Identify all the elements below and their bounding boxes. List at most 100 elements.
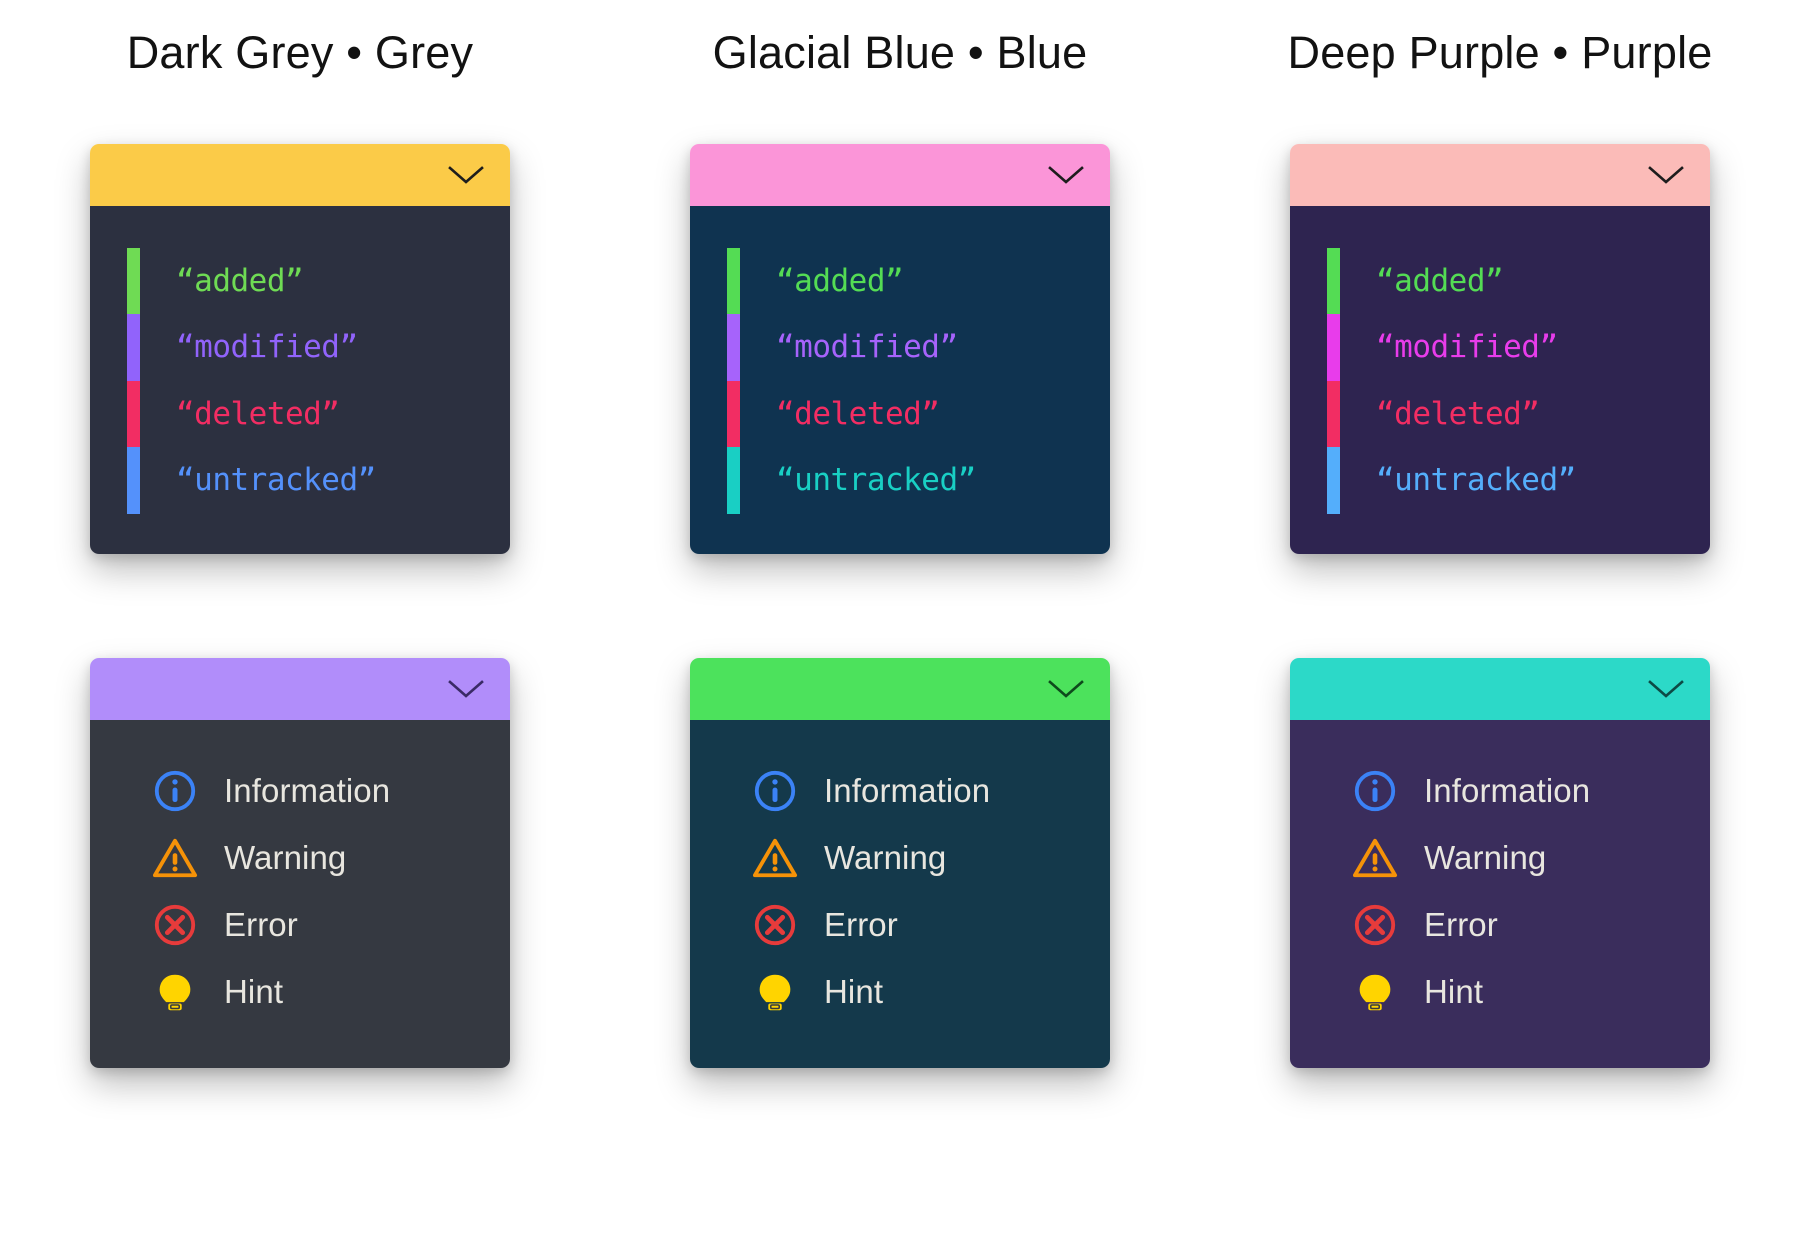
diagnostic-row: Warning xyxy=(1290,825,1710,892)
status-color-swatch xyxy=(126,247,140,314)
git-status-body: “added” “modified” “deleted” “untracked” xyxy=(90,205,510,554)
warning-triangle-icon xyxy=(752,835,798,881)
git-status-label: “deleted” xyxy=(176,395,340,432)
git-status-label: “added” xyxy=(176,262,304,299)
diagnostic-row: Error xyxy=(690,892,1110,959)
chevron-down-icon[interactable] xyxy=(1048,165,1084,185)
git-status-label: “deleted” xyxy=(1376,395,1540,432)
info-circle-icon xyxy=(1352,768,1398,814)
status-color-swatch xyxy=(1326,314,1340,381)
diagnostic-label: Warning xyxy=(1424,839,1547,876)
theme-column: Dark Grey • Grey “added” “modified” “delete… xyxy=(0,28,600,1068)
diagnostic-row: Error xyxy=(90,892,510,959)
git-status-label: “added” xyxy=(776,262,904,299)
diagnostic-label: Hint xyxy=(824,973,884,1010)
warning-triangle-icon xyxy=(1352,835,1398,881)
status-color-swatch xyxy=(726,447,740,514)
status-color-bar xyxy=(726,247,740,514)
diagnostic-label: Hint xyxy=(224,973,284,1010)
diagnostic-label: Warning xyxy=(824,839,947,876)
error-circle-x-icon xyxy=(152,902,198,948)
git-status-card: “added” “modified” “deleted” “untracked” xyxy=(1290,143,1710,554)
status-color-swatch xyxy=(126,314,140,381)
diagnostic-row: Hint xyxy=(1290,959,1710,1026)
lightbulb-icon xyxy=(1352,969,1398,1015)
card-header-bar[interactable] xyxy=(1290,143,1710,206)
git-status-label: “modified” xyxy=(776,329,958,366)
diagnostic-row: Error xyxy=(1290,892,1710,959)
chevron-down-icon[interactable] xyxy=(448,679,484,699)
card-header-bar[interactable] xyxy=(690,657,1110,720)
status-color-swatch xyxy=(126,380,140,447)
git-status-label-list: “added” “modified” “deleted” “untracked” xyxy=(1376,248,1710,514)
diagnostic-row: Information xyxy=(690,758,1110,825)
chevron-down-icon[interactable] xyxy=(1048,679,1084,699)
card-header-bar[interactable] xyxy=(90,143,510,206)
git-status-body: “added” “modified” “deleted” “untracked” xyxy=(690,205,1110,554)
lightbulb-icon xyxy=(152,969,198,1015)
git-status-card: “added” “modified” “deleted” “untracked” xyxy=(90,143,510,554)
git-status-label: “untracked” xyxy=(176,462,376,499)
card-stack: “added” “modified” “deleted” “untracked” Inf… xyxy=(1290,143,1710,1068)
status-color-bar-column xyxy=(690,247,776,514)
column-title: Glacial Blue • Blue xyxy=(712,27,1088,78)
diagnostic-label: Error xyxy=(824,906,898,943)
git-status-label: “modified” xyxy=(1376,329,1558,366)
diagnostic-label: Information xyxy=(824,772,991,809)
card-header-bar[interactable] xyxy=(90,657,510,720)
status-color-swatch xyxy=(1326,380,1340,447)
git-status-label: “modified” xyxy=(176,329,358,366)
diagnostic-row: Information xyxy=(1290,758,1710,825)
card-stack: “added”“modified”“deleted”“untracked”Inf… xyxy=(90,143,510,1068)
card-header-bar[interactable] xyxy=(1290,657,1710,720)
git-status-body: “added” “modified” “deleted” “untracked” xyxy=(1290,205,1710,554)
git-status-label: “deleted” xyxy=(776,395,940,432)
diagnostic-label: Error xyxy=(224,906,298,943)
status-color-bar xyxy=(1326,247,1340,514)
status-color-swatch xyxy=(1326,247,1340,314)
status-color-bar-column xyxy=(90,247,176,514)
theme-columns: Dark Grey • Grey “added” “modified” “delete… xyxy=(0,28,1800,1068)
diagnostic-label: Warning xyxy=(224,839,347,876)
diagnostic-label: Information xyxy=(1424,772,1591,809)
git-status-label: “added” xyxy=(1376,262,1504,299)
theme-column: Glacial Blue • Blue “added” “modified” “del… xyxy=(600,28,1200,1068)
column-title: Dark Grey • Grey xyxy=(126,27,474,78)
status-color-swatch xyxy=(1326,447,1340,514)
chevron-down-icon[interactable] xyxy=(448,165,484,185)
git-status-label-list: “added” “modified” “deleted” “untracked” xyxy=(776,248,1110,514)
card-header-bar[interactable] xyxy=(690,143,1110,206)
error-circle-x-icon xyxy=(1352,902,1398,948)
error-circle-x-icon xyxy=(752,902,798,948)
chevron-down-icon[interactable] xyxy=(1648,679,1684,699)
diagnostic-row: Warning xyxy=(690,825,1110,892)
status-color-swatch xyxy=(726,380,740,447)
git-status-label: “untracked” xyxy=(1376,462,1576,499)
chevron-down-icon[interactable] xyxy=(1648,165,1684,185)
status-color-bar-column xyxy=(1290,247,1376,514)
info-circle-icon xyxy=(752,768,798,814)
lightbulb-icon xyxy=(752,969,798,1015)
status-color-swatch xyxy=(126,447,140,514)
warning-triangle-icon xyxy=(152,835,198,881)
theme-column: Deep Purple • Purple “added” “modified” “de… xyxy=(1200,28,1800,1068)
diagnostic-row: Hint xyxy=(90,959,510,1026)
status-color-swatch xyxy=(726,314,740,381)
git-status-label-list: “added” “modified” “deleted” “untracked” xyxy=(176,248,510,514)
git-status-label: “untracked” xyxy=(776,462,976,499)
card-stack: “added” “modified” “deleted” “untracked” Inf… xyxy=(690,143,1110,1068)
info-circle-icon xyxy=(152,768,198,814)
status-color-swatch xyxy=(726,247,740,314)
status-color-bar xyxy=(126,247,140,514)
diagnostic-label: Error xyxy=(1424,906,1498,943)
diagnostic-label: Hint xyxy=(1424,973,1484,1010)
git-status-card: “added” “modified” “deleted” “untracked” xyxy=(690,143,1110,554)
diagnostic-row: Hint xyxy=(690,959,1110,1026)
column-title: Deep Purple • Purple xyxy=(1287,27,1713,78)
